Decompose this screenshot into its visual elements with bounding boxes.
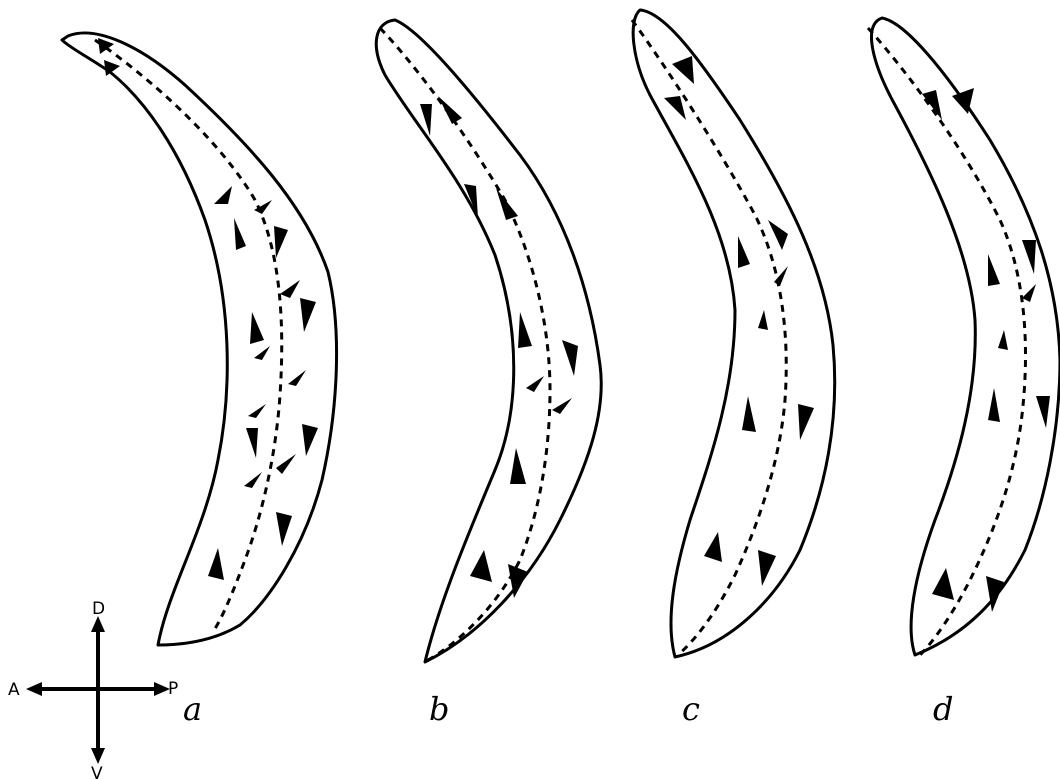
ventral-arrowhead bbox=[91, 748, 105, 764]
anterior-label: A bbox=[8, 680, 20, 700]
panel-b bbox=[376, 20, 601, 662]
orientation-compass: D V A P bbox=[8, 599, 178, 779]
panel-a bbox=[62, 33, 337, 645]
panel-a-label: a bbox=[183, 690, 202, 728]
panel-c-label: c bbox=[682, 690, 700, 728]
panel-c-outline bbox=[633, 10, 835, 657]
panel-a-outline bbox=[62, 33, 337, 645]
panel-d-outline bbox=[872, 18, 1060, 655]
anterior-arrowhead bbox=[26, 682, 42, 696]
dorsal-label: D bbox=[92, 599, 105, 619]
panel-b-label: b bbox=[429, 690, 449, 728]
ventral-label: V bbox=[91, 764, 103, 779]
panel-d-label: d bbox=[933, 690, 953, 728]
panel-c bbox=[632, 10, 835, 657]
panel-b-outline bbox=[376, 20, 601, 662]
panel-d bbox=[868, 18, 1060, 655]
posterior-label: P bbox=[168, 679, 178, 699]
